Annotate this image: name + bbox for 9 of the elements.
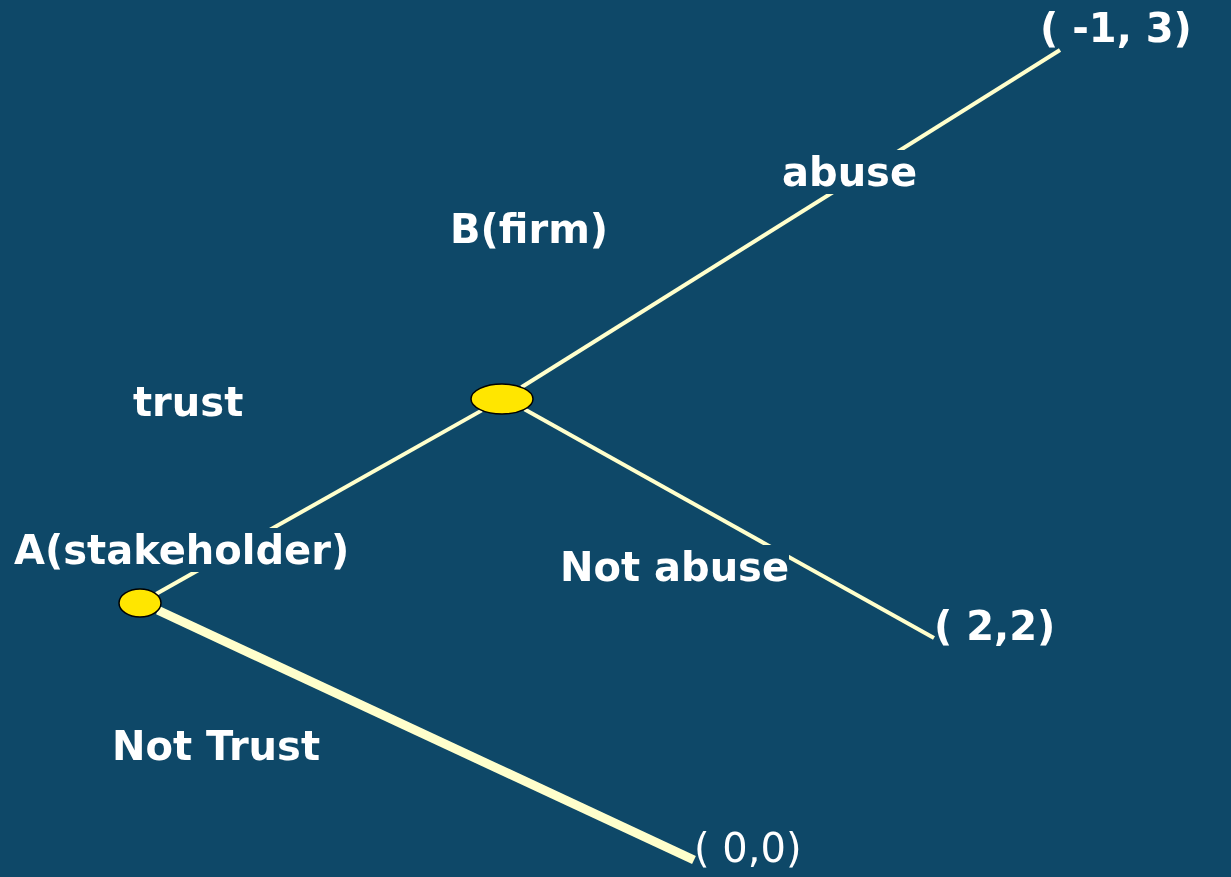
decision-node xyxy=(118,588,162,618)
payoff-label: ( -1, 3) xyxy=(1040,6,1192,50)
tree-branch xyxy=(520,48,1062,389)
decision-node xyxy=(470,383,534,415)
action-label: abuse xyxy=(782,150,918,194)
tree-branch xyxy=(523,407,935,640)
tree-branch xyxy=(156,606,696,865)
payoff-label: ( 2,2) xyxy=(934,604,1056,648)
payoff-label: ( 0,0) xyxy=(694,826,802,870)
